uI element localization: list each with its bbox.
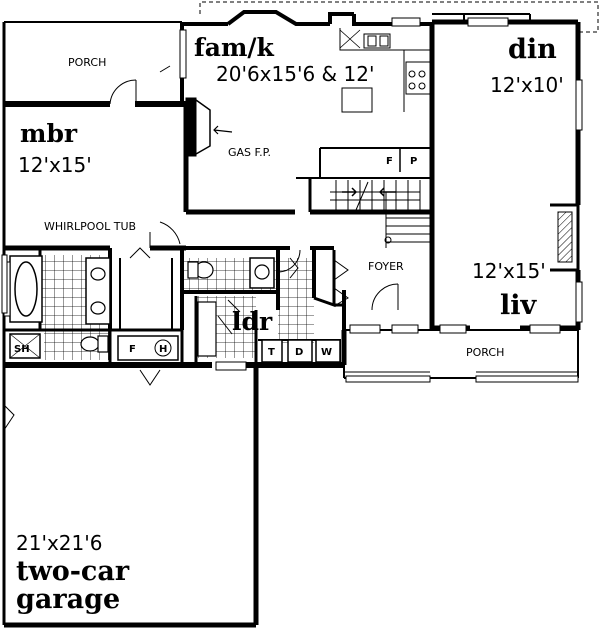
- foyer-label: FOYER: [368, 260, 404, 273]
- windows: [1, 17, 583, 383]
- washer-label: W: [321, 347, 332, 358]
- gas-fireplace: [185, 97, 233, 157]
- porch-top-label: PORCH: [68, 56, 106, 69]
- rear-deck-outline: [199, 1, 599, 33]
- liv-label: liv: [500, 290, 538, 321]
- furnace-label: F: [129, 344, 136, 355]
- porch-bottom-label: PORCH: [466, 346, 504, 359]
- fp-p-label: P: [410, 156, 417, 167]
- garage-label-line1: two-car: [16, 556, 130, 587]
- gas-fp-label: GAS F.P.: [228, 146, 271, 159]
- garage-dims-label: 21'x21'6: [16, 531, 102, 555]
- din-dims-label: 12'x10': [490, 73, 564, 97]
- shower-label: SH: [14, 344, 30, 355]
- hall-tile-floor: [278, 285, 314, 343]
- fam-label: fam/k: [194, 33, 275, 62]
- din-label: din: [508, 34, 557, 65]
- kitchen: [339, 28, 432, 113]
- garage-label-line2: garage: [16, 584, 120, 615]
- mbr-dims-label: 12'x15': [18, 153, 92, 177]
- staircase: [330, 180, 432, 248]
- doors: [3, 65, 399, 431]
- interior-walls: [4, 104, 432, 365]
- dryer-label: D: [295, 347, 303, 358]
- mbr-label: mbr: [20, 119, 78, 148]
- exterior-walls: [2, 10, 581, 628]
- water-heater-icon: [154, 339, 172, 357]
- ldr-label: ldr: [232, 307, 273, 336]
- water-heater-label: H: [159, 344, 167, 355]
- liv-dims-label: 12'x15': [472, 259, 546, 283]
- fp-f-label: F: [386, 156, 393, 167]
- bath-fixtures: [3, 255, 341, 363]
- tub-label: T: [268, 347, 275, 358]
- fam-dims-label: 20'6x15'6 & 12': [216, 62, 374, 86]
- whirlpool-label: WHIRLPOOL TUB: [44, 220, 136, 233]
